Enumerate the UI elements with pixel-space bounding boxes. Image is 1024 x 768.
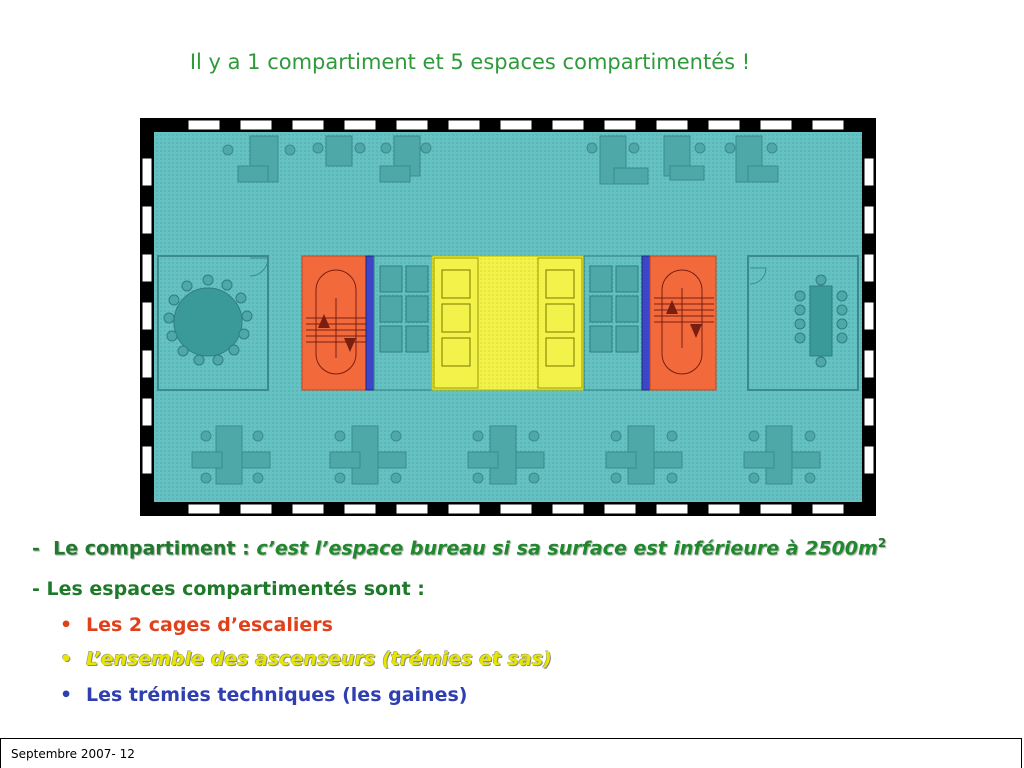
right-meeting-room <box>747 255 859 391</box>
compartment-label: Le compartiment : <box>53 537 250 560</box>
bullet-ducts: • Les trémies techniques (les gaines) <box>60 684 467 706</box>
compartment-description: c’est l’espace bureau si sa surface est … <box>256 537 878 560</box>
left-meeting-room <box>157 255 269 391</box>
bullet-text: L’ensemble des ascenseurs (trémies et sa… <box>86 648 552 670</box>
sas-right <box>583 255 643 391</box>
bullet-symbol: • <box>60 648 73 670</box>
bullet-symbol: • <box>60 684 73 706</box>
bullet-stairs: • Les 2 cages d’escaliers <box>60 614 333 636</box>
windows-top <box>187 119 845 131</box>
stairs-right <box>649 255 717 391</box>
elevator-shaft <box>431 255 585 391</box>
footer-bar: Septembre 2007- 12 <box>0 738 1022 768</box>
superscript-2: 2 <box>877 536 887 550</box>
compartment-definition: - Le compartiment : c’est l’espace burea… <box>32 536 886 559</box>
bullet-elevators: • L’ensemble des ascenseurs (trémies et s… <box>60 648 552 670</box>
stairs-left <box>301 255 369 391</box>
compartmented-spaces-heading: - Les espaces compartimentés sont : <box>32 578 425 600</box>
windows-sides <box>141 157 875 475</box>
slide-title: Il y a 1 compartiment et 5 espaces compa… <box>189 50 751 74</box>
windows-bottom <box>187 503 845 515</box>
sas-left <box>373 255 433 391</box>
floor-plan <box>140 118 876 516</box>
duct-right <box>641 255 651 391</box>
compartment-dash: - <box>32 537 40 560</box>
bullet-text: Les trémies techniques (les gaines) <box>86 684 468 706</box>
footer-text: Septembre 2007- 12 <box>11 747 135 761</box>
bullet-text: Les 2 cages d’escaliers <box>86 614 333 636</box>
bottom-desks <box>191 425 821 485</box>
duct-left <box>365 255 375 391</box>
bullet-symbol: • <box>60 614 73 636</box>
top-desks <box>222 135 779 185</box>
